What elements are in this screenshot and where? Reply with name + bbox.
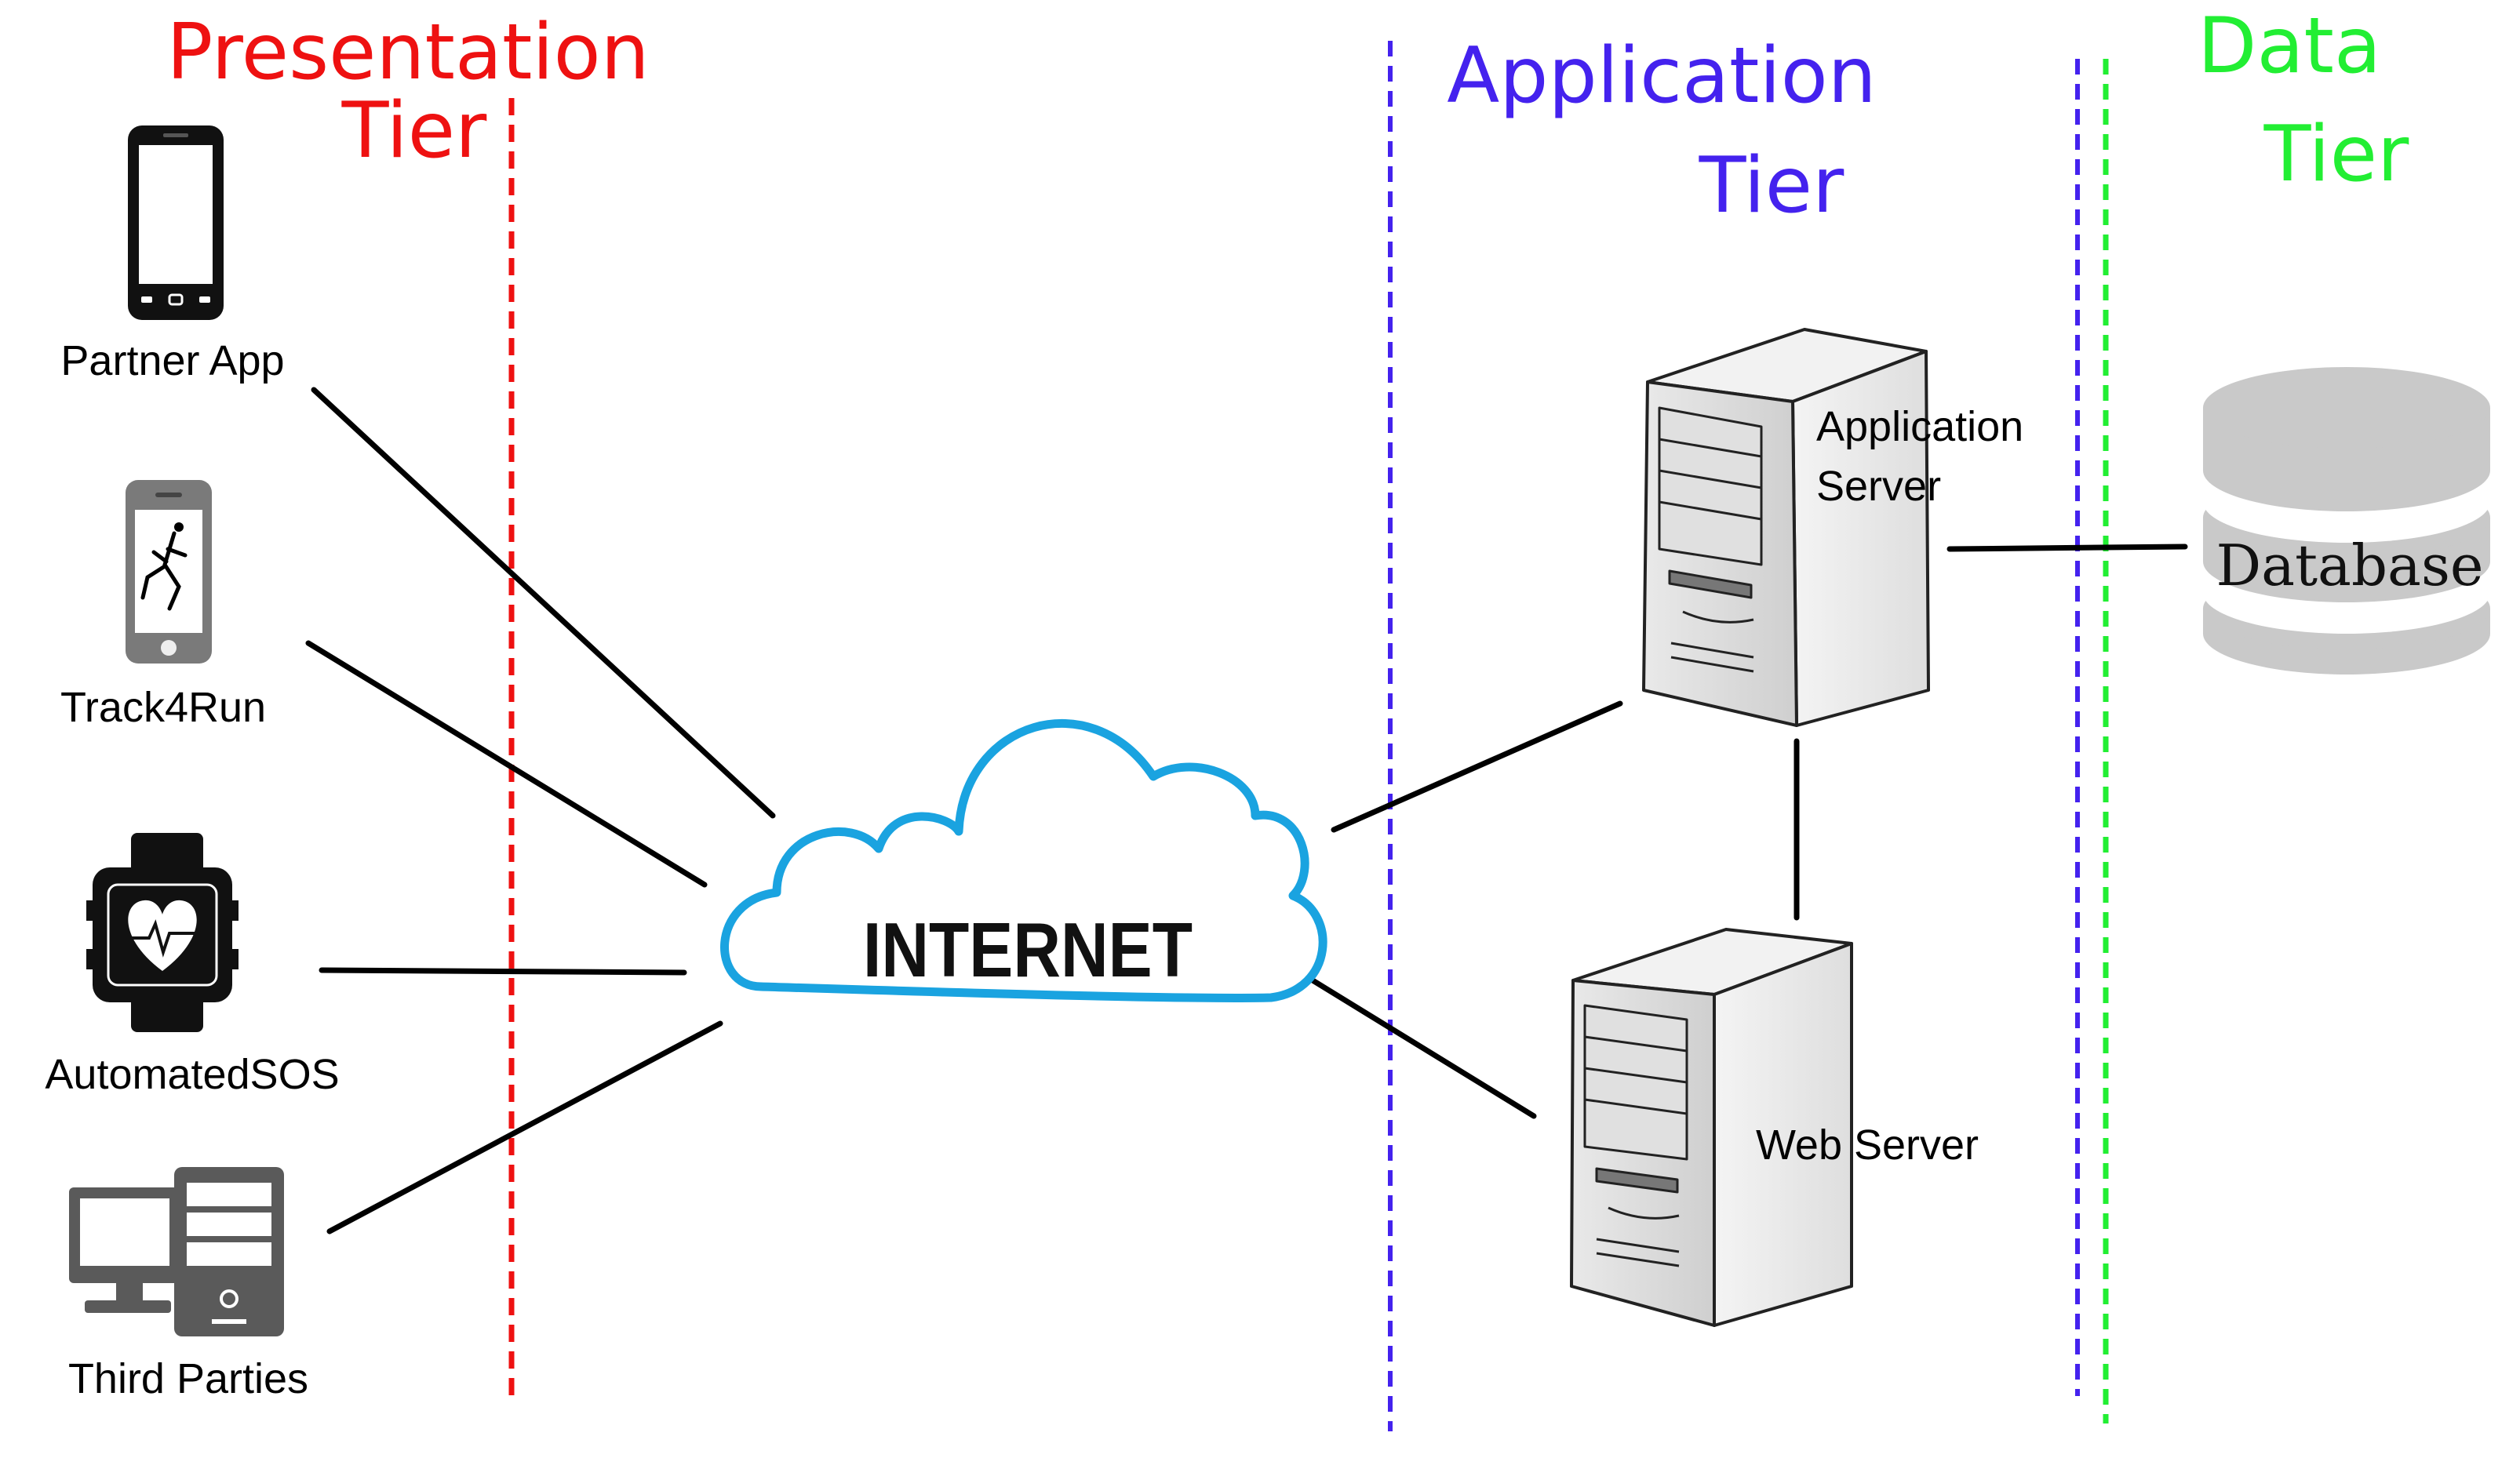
- application-tier-subtitle: Tier: [1699, 141, 1844, 231]
- server-tower-icon: [1570, 928, 1853, 1327]
- presentation-tier-subtitle: Tier: [341, 86, 487, 176]
- partner-app-label: Partner App: [60, 337, 284, 384]
- internet-label: INTERNET: [863, 907, 1193, 993]
- database-label: Database: [2216, 533, 2483, 598]
- iphone-runner-icon: [126, 480, 212, 664]
- cloud-icon: [720, 719, 1327, 1002]
- presentation-tier-title: Presentation: [166, 8, 649, 97]
- app-server-database-connection: [1946, 544, 2188, 552]
- track4run-label: Track4Run: [60, 684, 266, 731]
- track4run-connection: [305, 640, 708, 888]
- internet-web-server-connection: [1303, 973, 1537, 1119]
- data-tier-subtitle: Tier: [2263, 110, 2409, 199]
- automated-sos-connection: [319, 967, 687, 976]
- internet-app-server-connection: [1331, 700, 1623, 833]
- connections: [305, 387, 2188, 1234]
- smartphone-icon: [128, 125, 224, 320]
- third-parties-connection: [326, 1020, 723, 1234]
- web-server-label: Web Server: [1756, 1122, 1979, 1169]
- data-tier-title: Data: [2198, 2, 2381, 91]
- partner-app-connection: [311, 387, 776, 819]
- application-server-label-line2: Server: [1816, 463, 1941, 510]
- application-tier-title: Application: [1447, 31, 1877, 121]
- database-icon: [2203, 367, 2490, 674]
- automated-sos-label: AutomatedSOS: [45, 1051, 339, 1098]
- application-server-label-line1: Application: [1816, 403, 2023, 450]
- desktop-computer-icon: [69, 1167, 284, 1336]
- third-parties-label: Third Parties: [68, 1355, 308, 1402]
- smartwatch-heart-icon: [86, 833, 239, 1032]
- server-tower-icon: [1642, 328, 1930, 727]
